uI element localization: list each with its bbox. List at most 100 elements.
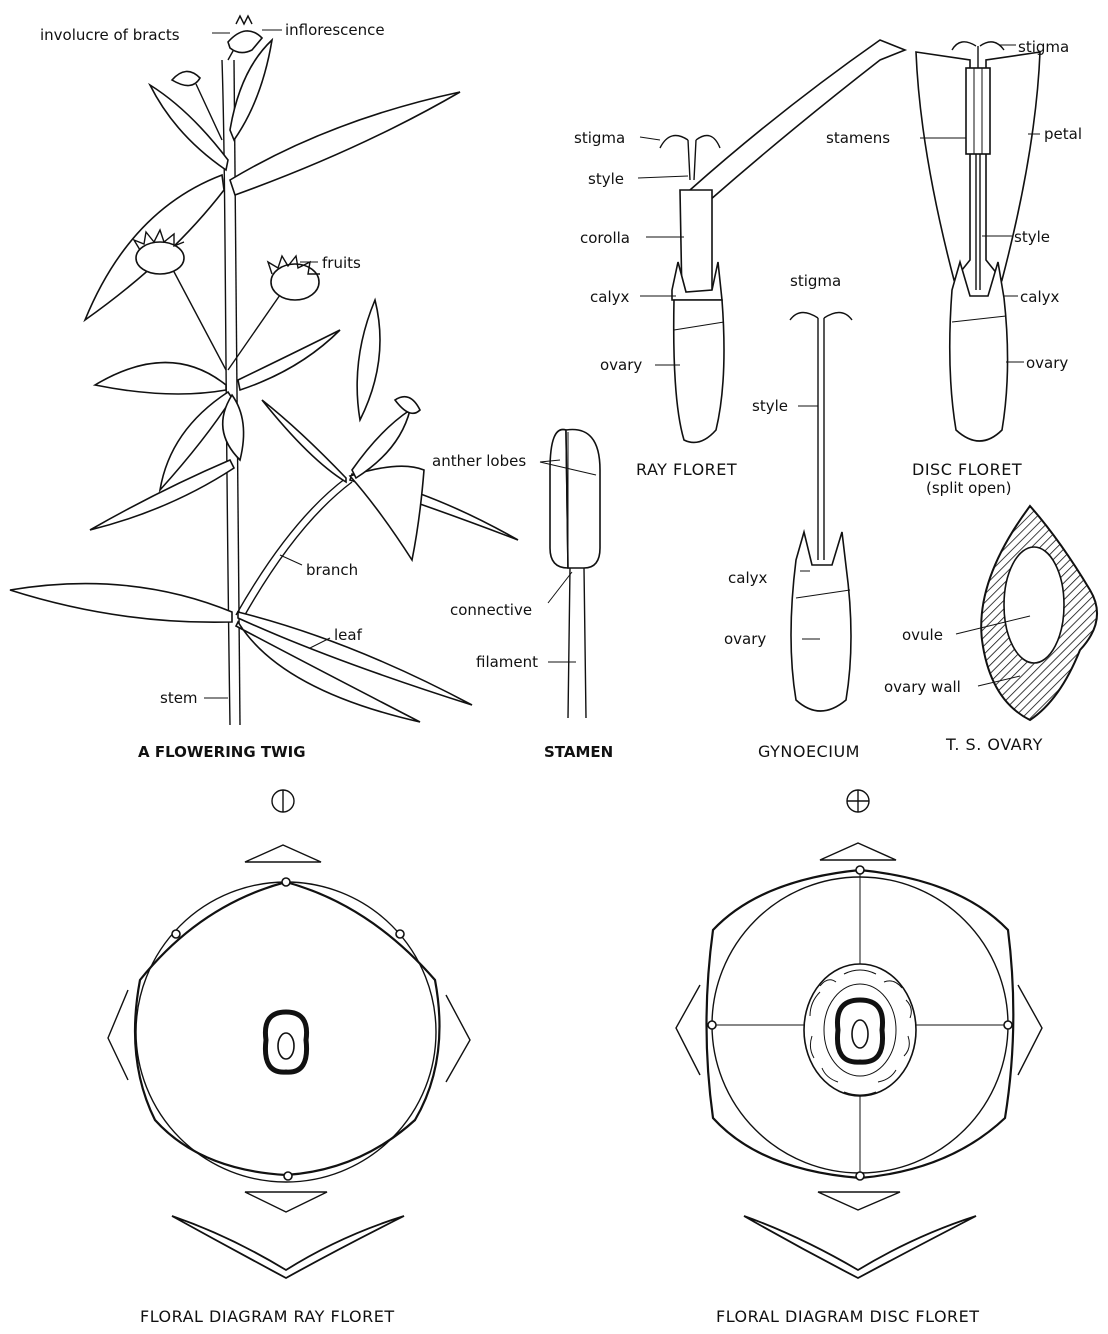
label-ray-stigma: stigma — [574, 129, 625, 147]
leaf-lower-left — [90, 460, 234, 530]
gyn-style — [818, 318, 824, 560]
label-gyn-stigma: stigma — [790, 272, 841, 290]
ts-ovary-illustration — [956, 506, 1097, 720]
ray-sepal-dot-bottom — [284, 1172, 292, 1180]
label-disc-calyx: calyx — [1020, 288, 1059, 306]
caption-disc: DISC FLORET — [912, 460, 1022, 479]
leader-ray-stigma — [640, 137, 660, 140]
ovule-cavity — [1004, 547, 1064, 663]
disc-style — [976, 154, 980, 290]
label-ray-corolla: corolla — [580, 229, 630, 247]
ray-bract-right — [446, 995, 470, 1082]
anther-lobe-right — [566, 430, 600, 569]
disc-ovule — [852, 1020, 868, 1048]
leaf-mid-left — [95, 363, 226, 395]
disc-bract-left — [676, 985, 700, 1075]
leaf-mid-right — [238, 330, 340, 390]
zygomorphic-symbol-icon — [272, 790, 294, 812]
leaf-bottom-left — [10, 584, 232, 623]
actinomorphic-symbol-icon — [847, 790, 869, 812]
label-disc-stamens: stamens — [826, 129, 890, 147]
disc-ovary — [950, 262, 1008, 441]
leaf-upper-right — [230, 92, 460, 195]
caption-ray: RAY FLORET — [636, 460, 737, 479]
fruit-head-right — [271, 264, 319, 300]
label-disc-petal: petal — [1044, 125, 1082, 143]
disc-petal-left — [916, 52, 970, 280]
label-disc-stigma: stigma — [1018, 38, 1069, 56]
gyn-ovary — [791, 532, 851, 711]
disc-sepal-dot-bottom — [856, 1172, 864, 1180]
caption-ts: T. S. OVARY — [945, 735, 1043, 754]
disc-sepal-dot-left — [708, 1021, 716, 1029]
label-inflorescence: inflorescence — [285, 21, 385, 39]
stamen-illustration — [540, 430, 600, 719]
anther-lobe-left — [550, 430, 568, 569]
label-disc-style: style — [1014, 228, 1050, 246]
caption-floral-disc: FLORAL DIAGRAM DISC FLORET — [716, 1307, 980, 1326]
gynoecium-illustration — [790, 312, 852, 711]
floral-diagram-ray — [108, 790, 470, 1278]
disc-stamen-tube — [966, 68, 990, 154]
leaf-top — [230, 40, 272, 140]
fruit-head-left — [136, 242, 184, 274]
leader-ray-style — [638, 176, 688, 178]
ray-bract-bottom — [245, 1192, 327, 1212]
leader-branch — [280, 555, 302, 565]
ray-ligule — [690, 40, 905, 200]
disc-bract-right — [1018, 985, 1042, 1075]
branch-line — [236, 478, 346, 615]
label-anther: anther lobes — [432, 452, 526, 470]
label-gyn-calyx: calyx — [728, 569, 767, 587]
label-branch: branch — [306, 561, 358, 579]
branch-leaf-lower — [350, 466, 424, 560]
flowering-twig-illustration — [10, 16, 518, 725]
label-fruits: fruits — [322, 254, 361, 272]
label-stem: stem — [160, 689, 198, 707]
branch-outline — [242, 482, 352, 620]
disc-bract-axis — [744, 1216, 976, 1278]
ray-sepal-dot-right — [396, 930, 404, 938]
caption-disc-sub: (split open) — [926, 479, 1011, 497]
disc-sepal-dot-right — [1004, 1021, 1012, 1029]
disc-sepal-dot-top — [856, 866, 864, 874]
branch-bud — [395, 397, 420, 414]
label-ray-ovary: ovary — [600, 356, 642, 374]
ray-bract-left — [108, 990, 128, 1080]
leaf-upper-branch — [357, 300, 380, 420]
caption-gyn: GYNOECIUM — [758, 742, 860, 761]
label-filament: filament — [476, 653, 538, 671]
fruit-stalk-left — [172, 268, 226, 370]
ray-ovary — [674, 300, 724, 442]
label-involucre: involucre of bracts — [40, 26, 180, 44]
ray-stigma — [660, 136, 720, 149]
label-ray-style: style — [588, 170, 624, 188]
label-gyn-style: style — [752, 397, 788, 415]
inflorescence-head — [228, 31, 262, 53]
label-leaf: leaf — [334, 626, 363, 644]
caption-floral-ray: FLORAL DIAGRAM RAY FLORET — [140, 1307, 395, 1326]
ray-sepal-dot-left — [172, 930, 180, 938]
side-bud — [172, 71, 200, 85]
caption-twig: A FLOWERING TWIG — [138, 743, 306, 761]
ray-bract-top — [245, 845, 321, 862]
caption-stamen: STAMEN — [544, 743, 613, 761]
label-ovule: ovule — [902, 626, 943, 644]
label-ovary-wall: ovary wall — [884, 678, 961, 696]
filament-stalk — [568, 568, 586, 718]
ray-ovule — [278, 1033, 294, 1059]
ray-style — [688, 140, 696, 180]
ray-floret-illustration — [638, 40, 905, 442]
florets-top — [236, 16, 252, 24]
ray-bract-axis — [172, 1216, 404, 1278]
gyn-stigma — [790, 312, 852, 320]
label-gyn-ovary: ovary — [724, 630, 766, 648]
disc-bract-bottom — [818, 1192, 900, 1210]
disc-bract-top — [820, 843, 896, 860]
ray-corolla-tube — [680, 190, 712, 300]
branch-leaf-upper-left — [262, 400, 346, 482]
label-connective: connective — [450, 601, 532, 619]
floral-diagram-disc — [676, 790, 1042, 1278]
